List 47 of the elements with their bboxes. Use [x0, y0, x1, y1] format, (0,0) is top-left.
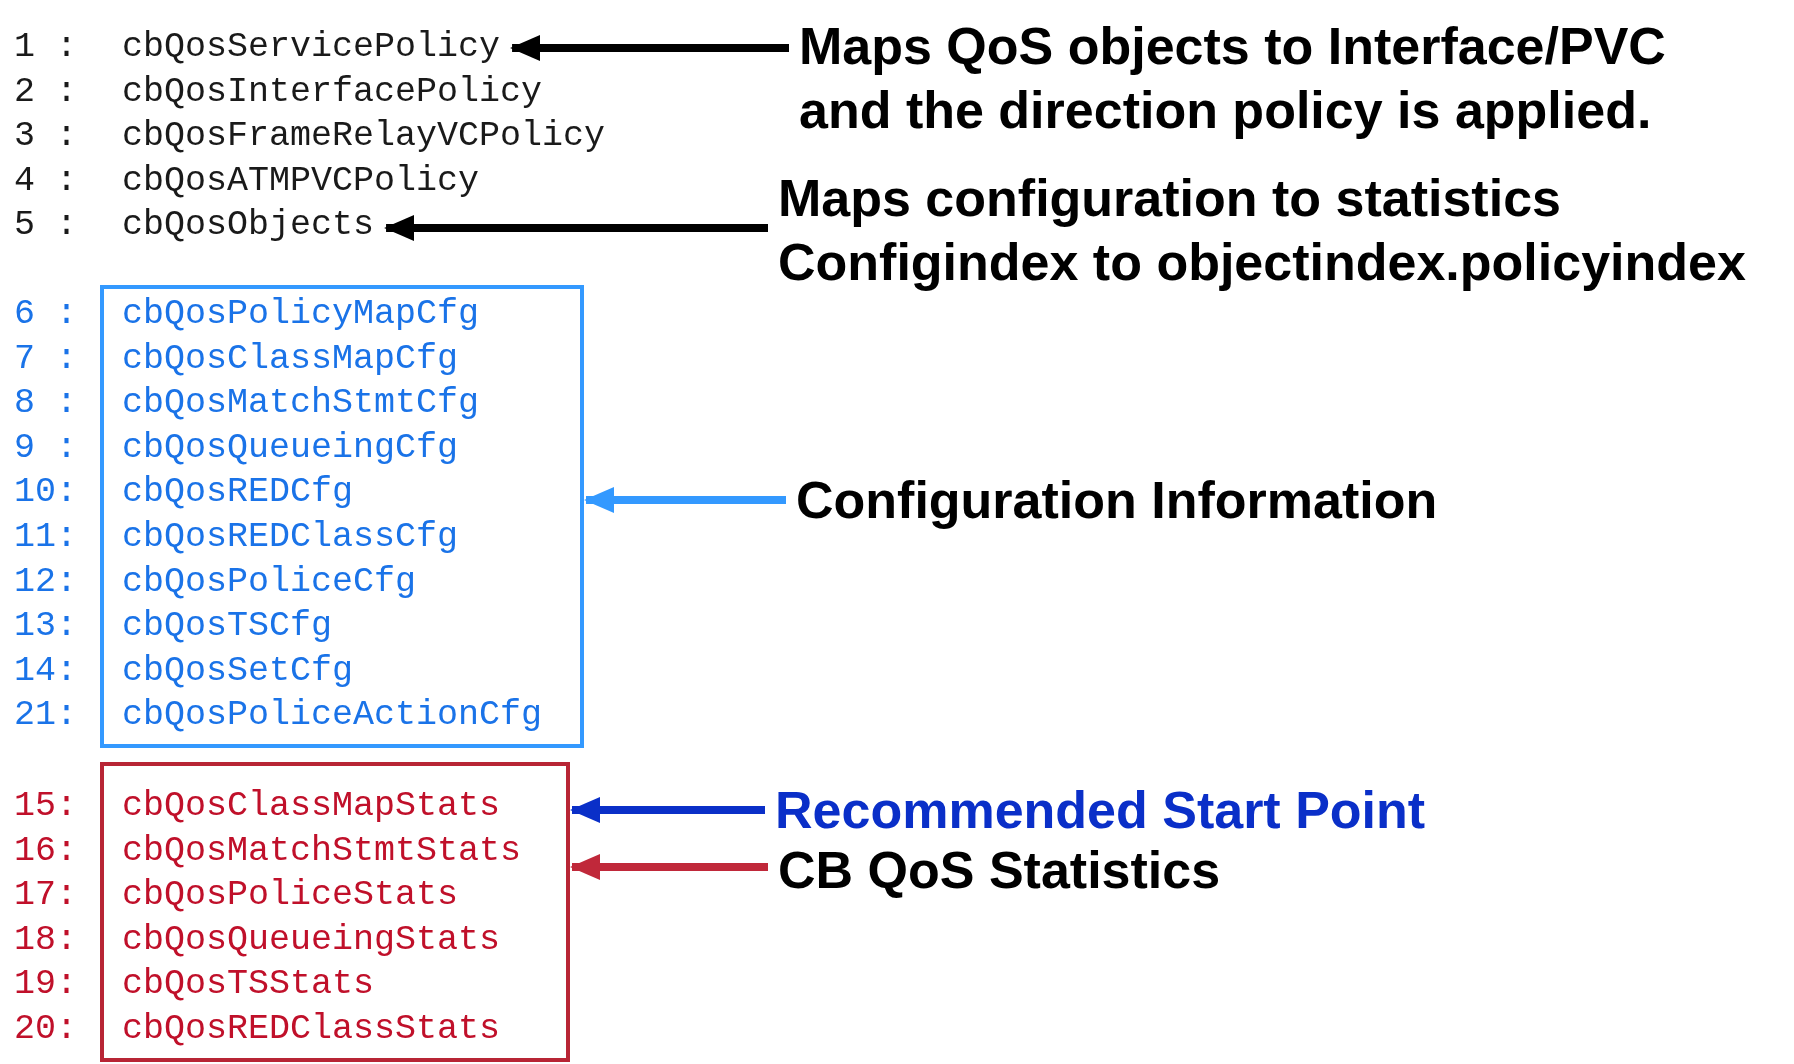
table-name: cbQosClassMapStats [122, 785, 501, 828]
table-name: cbQosSetCfg [122, 649, 354, 693]
row-number: 9 : [14, 426, 77, 470]
table-name: cbQosTSCfg [122, 605, 333, 649]
row-number: 13: [14, 605, 77, 649]
table-name: cbQosPoliceCfg [122, 560, 417, 604]
table-name: cbQosPoliceStats [122, 874, 459, 918]
config-tables-box [100, 285, 584, 748]
row-number: 16: [14, 829, 77, 873]
table-name: cbQosREDCfg [122, 471, 354, 515]
row-number: 14: [14, 649, 77, 693]
table-name: cbQosInterfacePolicy [122, 70, 543, 114]
annotation-text: Maps configuration to statistics Configindex to objectindex.policyindex [778, 166, 1790, 294]
statistics-tables-box [100, 762, 570, 1062]
table-name: cbQosPoliceActionCfg [122, 694, 543, 738]
row-number: 11: [14, 516, 77, 559]
table-name: cbQosATMPVCPolicy [122, 159, 480, 203]
table-name: cbQosQueueingCfg [122, 426, 459, 470]
row-number: 21: [14, 694, 77, 738]
row-number: 18: [14, 918, 77, 962]
row-number: 2 : [14, 70, 77, 114]
table-name: cbQosTSStats [122, 963, 375, 1007]
annotation-text: Maps QoS objects to Interface/PVC and the direction policy is applied. [799, 14, 1749, 142]
row-number: 17: [14, 874, 77, 918]
table-name: cbQosClassMapCfg [122, 337, 459, 381]
row-number: 5 : [14, 204, 77, 248]
row-number: 6 : [14, 293, 77, 336]
table-name: cbQosServicePolicy [122, 25, 501, 70]
row-number: 15: [14, 785, 77, 828]
row-number: 7 : [14, 337, 77, 381]
table-name: cbQosObjects [122, 203, 375, 248]
table-name: cbQosREDClassStats [122, 1008, 501, 1051]
table-name: cbQosFrameRelayVCPolicy [122, 115, 606, 159]
table-name: cbQosPolicyMapCfg [122, 293, 480, 336]
row-number: 19: [14, 963, 77, 1007]
row-number: 3 : [14, 115, 77, 159]
row-number: 10: [14, 471, 77, 515]
annotation-text: Configuration Information [796, 468, 1696, 532]
row-number: 20: [14, 1008, 77, 1051]
table-name: cbQosREDClassCfg [122, 516, 459, 559]
table-name: cbQosMatchStmtStats [122, 829, 522, 873]
row-number: 4 : [14, 159, 77, 203]
row-number: 8 : [14, 382, 77, 426]
row-number: 12: [14, 560, 77, 604]
table-name: cbQosMatchStmtCfg [122, 382, 480, 426]
row-number: 1 : [14, 26, 77, 69]
table-name: cbQosQueueingStats [122, 918, 501, 962]
